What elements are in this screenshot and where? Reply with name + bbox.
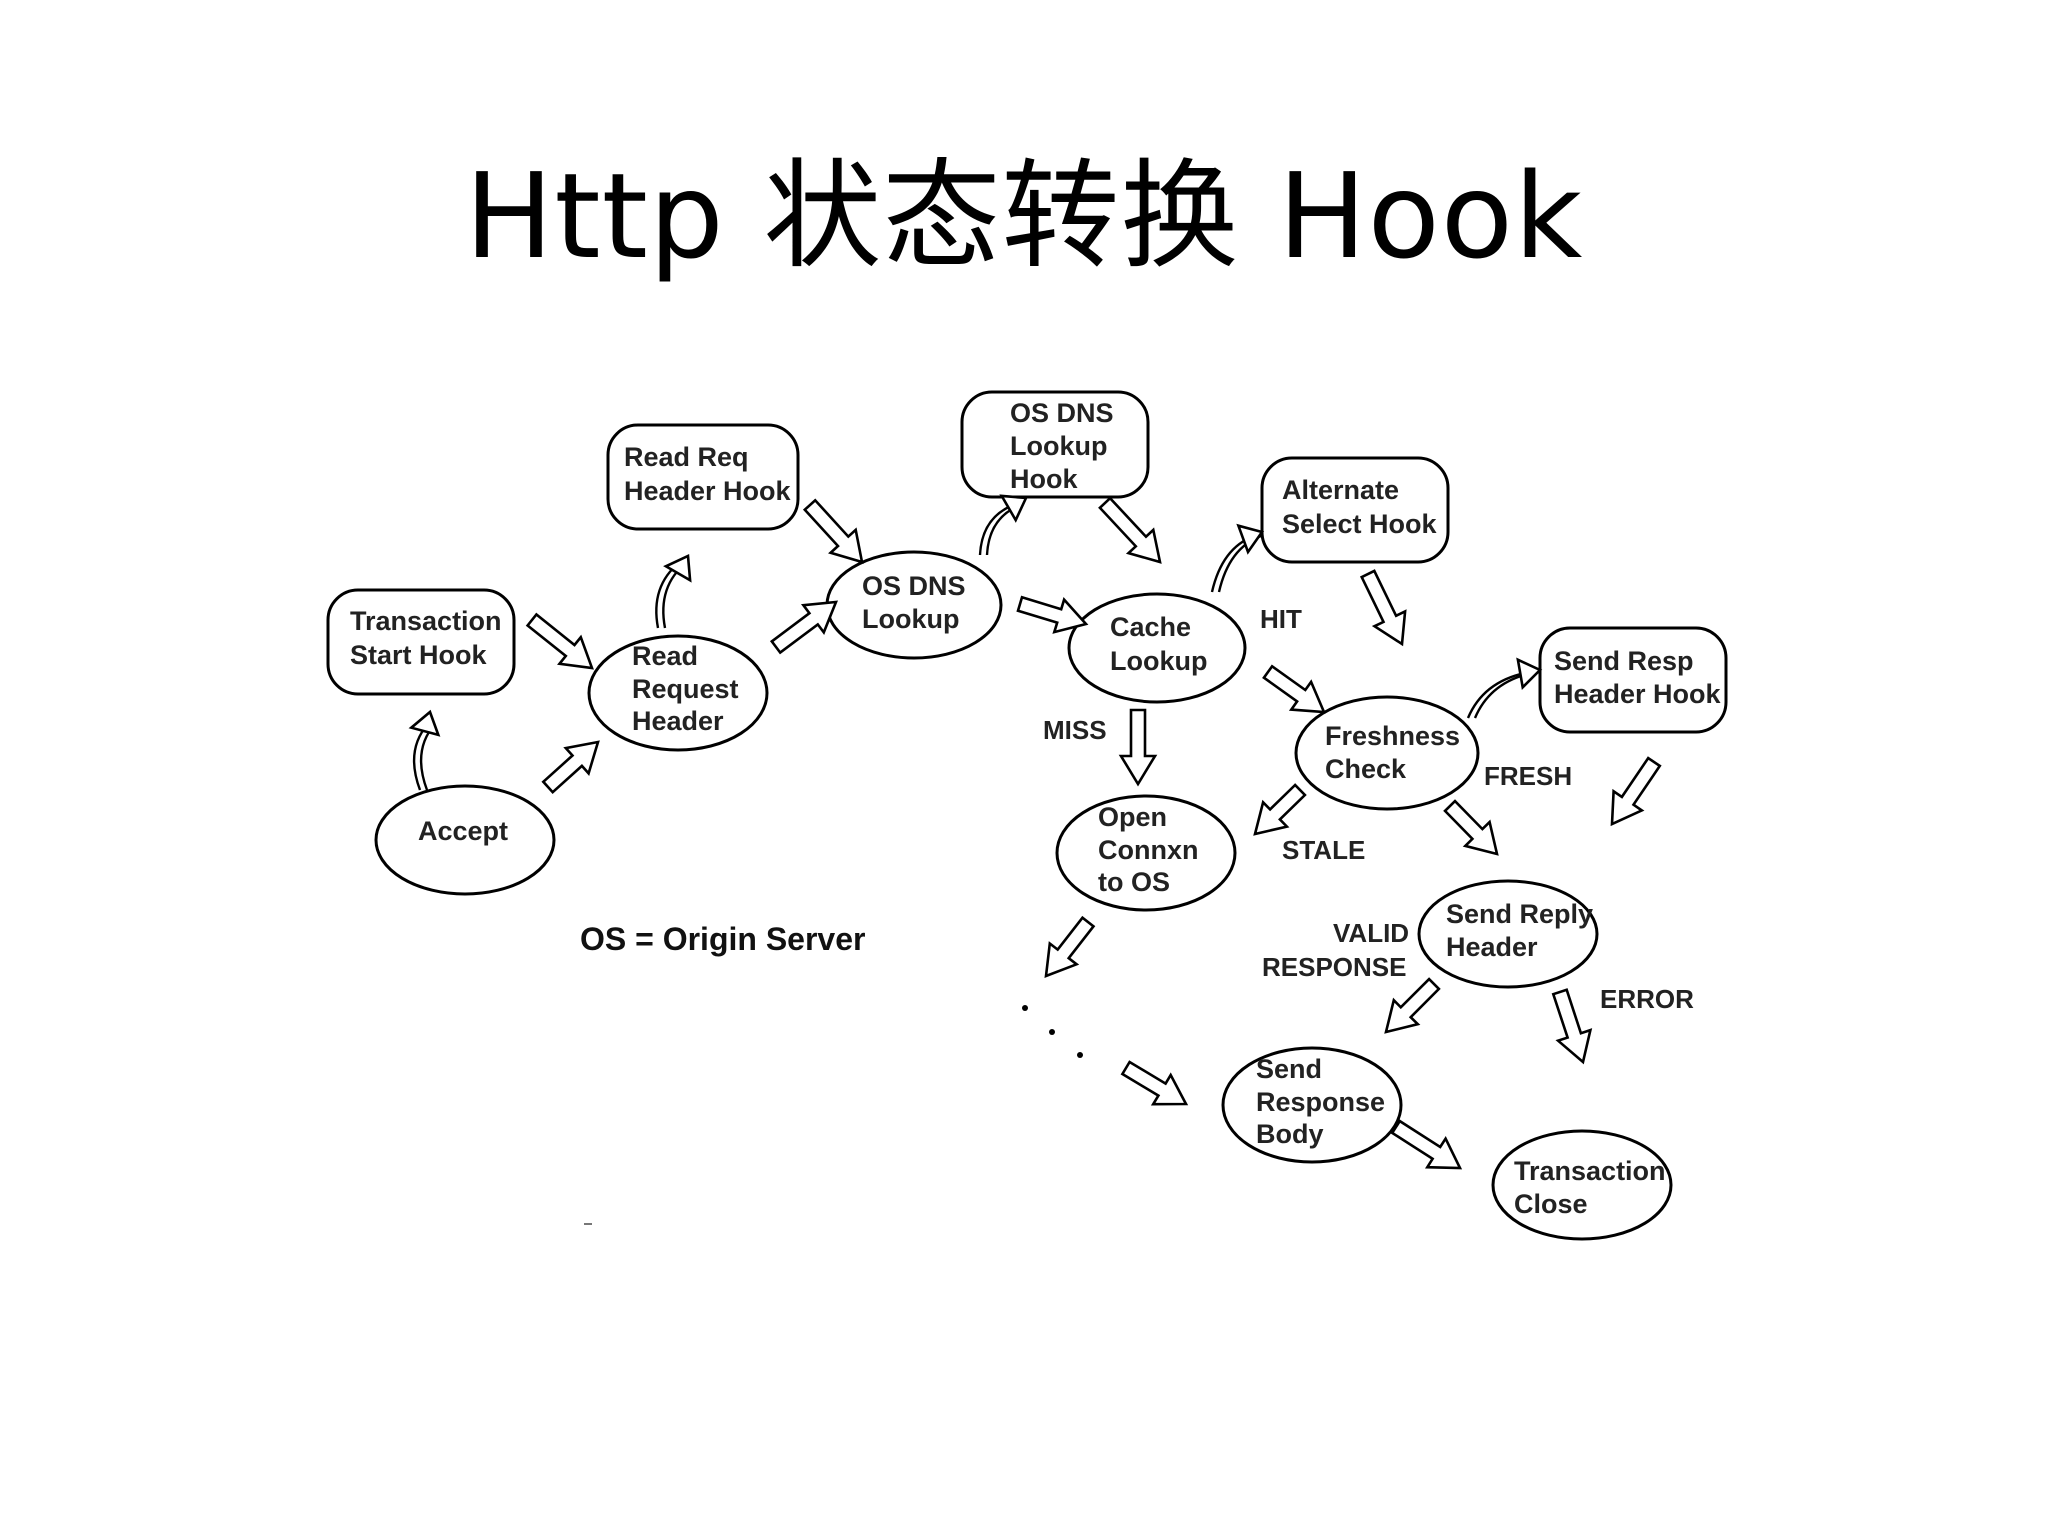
node-accept: Accept	[374, 784, 556, 896]
node-label-line: Select Hook	[1282, 509, 1438, 539]
node-label-line: Check	[1325, 754, 1407, 784]
arrow-hook-to-osdns	[802, 498, 864, 564]
node-label-line: Lookup	[1010, 431, 1107, 461]
node-os-dns-hook: OS DNS Lookup Hook	[960, 390, 1150, 499]
node-label-line: to OS	[1098, 867, 1170, 897]
edge-label-error: ERROR	[1600, 984, 1694, 1014]
node-label-line: Lookup	[1110, 646, 1207, 676]
hook-arrows	[408, 494, 1543, 791]
page-title: Http 状态转换 Hook	[464, 147, 1584, 285]
node-label-line: OS DNS	[862, 571, 966, 601]
continuation-dots	[1022, 1005, 1083, 1058]
arrow-dnshook-to-cache	[1098, 496, 1162, 564]
hook-read-to-reqhook	[655, 554, 692, 629]
arrow-error	[1551, 988, 1593, 1065]
edge-label-valid: VALID	[1333, 918, 1409, 948]
node-fresh: Freshness Check	[1294, 695, 1480, 811]
node-label-line: Transaction	[350, 606, 502, 636]
arrow-miss	[1118, 708, 1158, 787]
arrow-resphook-to-reply	[1610, 756, 1662, 827]
node-label-line: Start Hook	[350, 640, 488, 670]
node-label-line: Hook	[1010, 464, 1078, 494]
node-label-line: Response	[1256, 1087, 1385, 1117]
hook-osdns-to-dnshook	[978, 494, 1028, 556]
node-label-line: Transaction	[1514, 1156, 1666, 1186]
node-label-line: OS DNS	[1010, 398, 1114, 428]
arrow-valid-response	[1384, 977, 1441, 1034]
edge-label-stale: STALE	[1282, 835, 1365, 865]
arrow-read-to-osdns	[769, 600, 839, 655]
node-label-line: Send	[1256, 1054, 1322, 1084]
edge-label-miss: MISS	[1043, 715, 1107, 745]
edge-label-hit: HIT	[1260, 604, 1302, 634]
hook-fresh-to-resphook	[1466, 657, 1543, 719]
node-label-line: Header Hook	[624, 476, 792, 506]
node-label-line: Cache	[1110, 612, 1191, 642]
edge-label-fresh: FRESH	[1484, 761, 1572, 791]
arrow-osdns-to-cache	[1016, 595, 1089, 634]
node-label-line: Freshness	[1325, 721, 1460, 751]
arrow-txstart-to-read	[525, 612, 594, 670]
node-label-line: Connxn	[1098, 835, 1199, 865]
node-label-line: Header	[632, 706, 724, 736]
node-tx-start: Transaction Start Hook	[326, 588, 516, 696]
arrow-open-continue	[1044, 915, 1096, 978]
edge-label-response: RESPONSE	[1262, 952, 1407, 982]
node-label-line: Read Req	[624, 442, 749, 472]
node-cache: Cache Lookup	[1067, 592, 1247, 704]
node-label-line: Read	[632, 641, 698, 671]
arrow-alt-to-fresh	[1359, 569, 1407, 647]
node-label-line: Close	[1514, 1189, 1588, 1219]
node-label-line: Open	[1098, 802, 1167, 832]
node-label-line: Accept	[418, 816, 508, 846]
arrow-fresh	[1443, 799, 1499, 856]
node-label-line: Request	[632, 674, 739, 704]
arrow-dots-to-body	[1120, 1060, 1189, 1106]
arrow-stale	[1253, 783, 1307, 836]
node-tx-close: Transaction Close	[1491, 1129, 1673, 1241]
node-read-req-hook: Read Req Header Hook	[606, 423, 800, 531]
legend-note: OS = Origin Server	[580, 921, 865, 957]
node-label-line: Send Resp	[1554, 646, 1694, 676]
node-read-req: Read Request Header	[587, 634, 769, 752]
flow-arrows	[525, 496, 1662, 1170]
hook-cache-to-altselect	[1210, 523, 1265, 593]
node-os-dns: OS DNS Lookup	[825, 550, 1003, 660]
arrow-body-to-close	[1390, 1119, 1463, 1170]
node-label-line: Header Hook	[1554, 679, 1722, 709]
node-label-line: Lookup	[862, 604, 959, 634]
node-send-body: Send Response Body	[1221, 1046, 1403, 1164]
node-label-line: Send Reply	[1446, 899, 1593, 929]
node-send-resp-hook: Send Resp Header Hook	[1538, 626, 1728, 734]
node-alt-select: Alternate Select Hook	[1260, 456, 1450, 564]
node-open-conn: Open Connxn to OS	[1055, 794, 1237, 912]
hook-accept-to-txstart	[408, 709, 441, 791]
node-label-line: Body	[1256, 1119, 1324, 1149]
node-label-line: Header	[1446, 932, 1538, 962]
arrow-accept-to-read	[541, 740, 600, 795]
node-label-line: Alternate	[1282, 475, 1399, 505]
node-send-reply: Send Reply Header	[1417, 879, 1599, 989]
arrow-hit	[1262, 664, 1327, 714]
